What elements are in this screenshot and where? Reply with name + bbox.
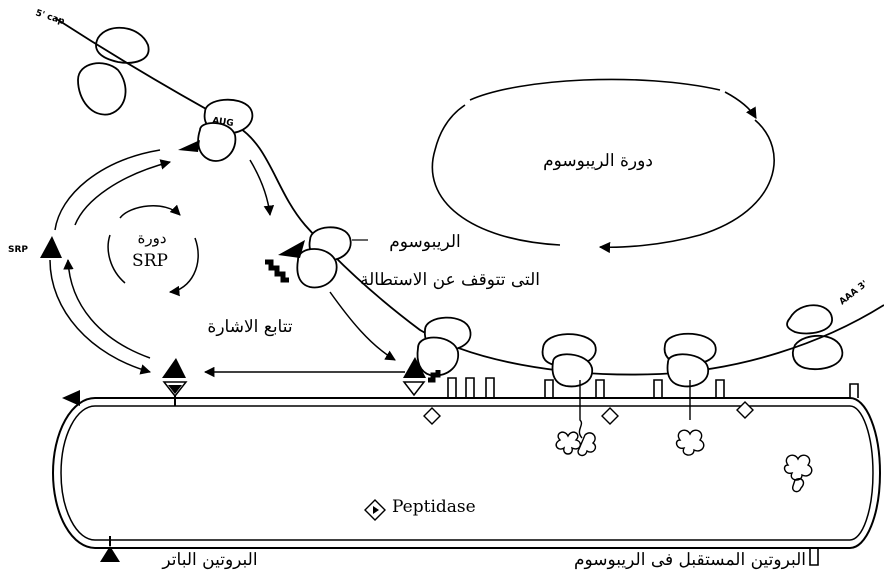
- free-ribosome-subunits: [77, 26, 150, 116]
- receptor-icon: [162, 358, 188, 406]
- peptidase-icon: [364, 401, 754, 521]
- srp-particle-icon: [40, 236, 62, 258]
- arrow-icon: [329, 291, 396, 361]
- mrna-strand: [54, 17, 884, 376]
- srp-cycle-label-en: SRP: [132, 251, 168, 271]
- ribosome-icon: [296, 226, 352, 289]
- srp-particle-icon: [402, 357, 426, 397]
- ribosome-cycle: [431, 78, 775, 254]
- ribosome-icon: [416, 316, 472, 377]
- ribosome-icon: [663, 332, 717, 388]
- arrow-icon: [249, 159, 275, 217]
- receptor-protein-label: البروتين المستقبل فى الريبوسوم: [574, 550, 806, 570]
- signal-sequence-label: تتابع الاشارة: [207, 317, 292, 337]
- srp-particle-icon: [62, 390, 120, 562]
- ribosome-icon: [197, 98, 254, 162]
- srp-particle-icon: [278, 240, 305, 258]
- srp-particle-icon: [178, 140, 200, 152]
- srp-cycle: [49, 149, 199, 375]
- signal-sequence-icon: [428, 370, 441, 383]
- ribosome-cycle-label: دورة الريبوسوم: [543, 151, 653, 171]
- nascent-chain: [578, 380, 691, 439]
- cap-label: 5' cap: [34, 8, 66, 27]
- peptidase-label: Peptidase: [392, 497, 476, 517]
- er-membrane: [52, 397, 881, 549]
- srp-cycle-label-ar: دورة: [137, 229, 166, 247]
- aug-label: AUG: [212, 116, 235, 129]
- srp-label: SRP: [8, 245, 28, 255]
- arrested-ribosome-label-1: الريبوسوم: [389, 232, 460, 252]
- folded-protein-icon: [555, 429, 813, 493]
- receptor-icon: [447, 377, 859, 398]
- free-ribosome-subunits: [786, 304, 844, 371]
- mature-protein-label: البروتين الباتر: [161, 550, 257, 570]
- membrane-spike: [809, 548, 819, 566]
- signal-sequence-icon: [265, 259, 289, 283]
- polya-label: AAA 3': [838, 279, 870, 307]
- ribosome-icon: [541, 333, 597, 388]
- arrested-ribosome-label-2: التى تتوقف عن الاستطالة: [360, 270, 540, 290]
